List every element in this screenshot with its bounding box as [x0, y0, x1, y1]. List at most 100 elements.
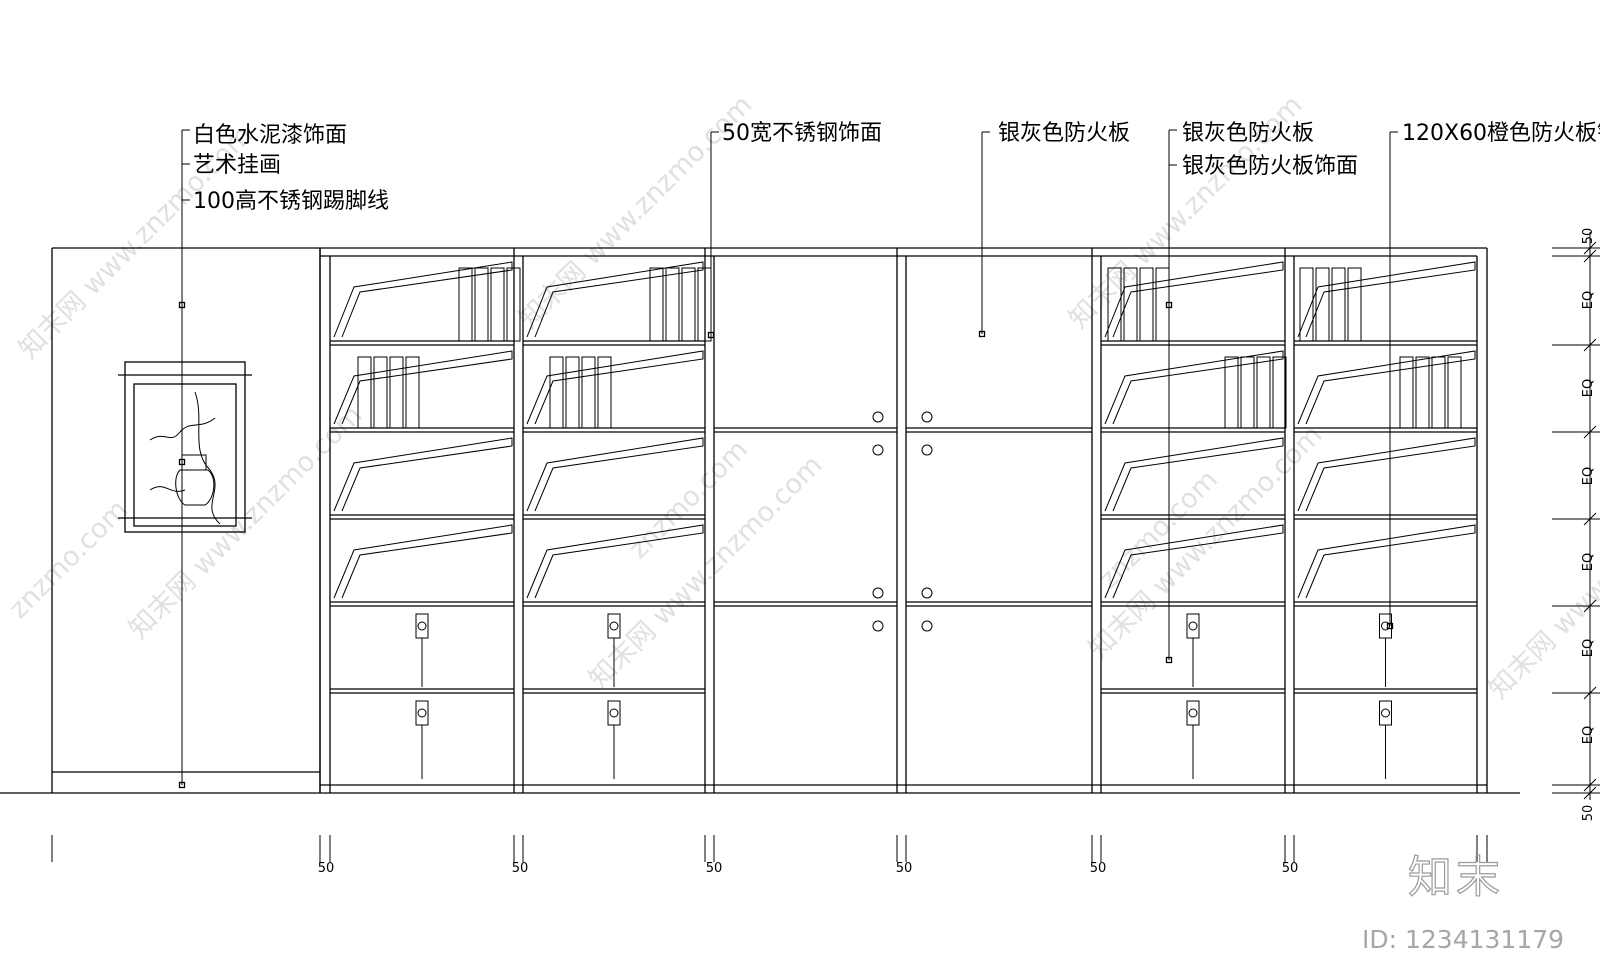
dim-v-tick-2 [1583, 338, 1597, 352]
dim-h-5: 50 [1090, 861, 1107, 876]
painting-vase-sketch [149, 391, 221, 525]
label-panel-finish: 银灰色防火板饰面 [1182, 154, 1358, 179]
unit-0-book-0-3 [506, 267, 521, 342]
door-knob-7 [921, 620, 933, 632]
door-knob-6 [921, 587, 933, 599]
unit-1-drawer-1-knob [609, 708, 619, 718]
dim-v-tick-1 [1583, 249, 1597, 263]
unit-1-book-1-2 [581, 356, 596, 429]
vertical-dimension-texts: 50 EQ EQ EQ EQ EQ EQ 50 [1581, 228, 1596, 822]
unit-2-drawer-1-knob [1188, 708, 1198, 718]
unit-1-book-0-2 [681, 267, 696, 342]
watermark-id: ID: 1234131179 [1362, 925, 1564, 954]
dim-v-bottom-50: 50 [1581, 805, 1596, 822]
dim-h-6: 50 [1282, 861, 1299, 876]
unit-2-book-1-2 [1256, 356, 1271, 429]
unit-3-magazine-panel-0 [1297, 261, 1476, 338]
unit-2-book-0-0 [1107, 267, 1122, 342]
dim-v-tick-8 [1583, 786, 1597, 800]
unit-3-book-1-1 [1415, 356, 1430, 429]
unit-3-book-0-2 [1331, 267, 1346, 342]
unit-3-magazine-panel-3 [1297, 524, 1476, 599]
label-steel-skirting: 100高不锈钢踢脚线 [193, 189, 389, 214]
dim-h-2: 50 [512, 861, 529, 876]
label-orange-inlay: 120X60橙色防火板镶嵌 [1402, 121, 1600, 146]
dim-v-eq-5: EQ [1581, 639, 1596, 657]
label-steel-trim: 50宽不锈钢饰面 [722, 121, 882, 146]
horizontal-dimension-texts: 50 50 50 50 50 50 [318, 861, 1299, 876]
unit-3-magazine-panel-1 [1297, 350, 1476, 425]
unit-2-book-1-0 [1224, 356, 1239, 429]
unit-0-drawer-1-knob [417, 708, 427, 718]
label-white-cement-paint: 白色水泥漆饰面 [193, 123, 347, 148]
dim-v-eq-3: EQ [1581, 467, 1596, 485]
art-painting [118, 361, 252, 533]
dimension-lines [51, 232, 1600, 862]
dim-v-tick-5 [1583, 599, 1597, 613]
leader-door-dot-0 [978, 330, 986, 338]
unit-1-drawer-0-knob [609, 621, 619, 631]
unit-0-book-0-0 [458, 267, 473, 342]
unit-2-book-0-1 [1123, 267, 1138, 342]
unit-1-magazine-panel-3 [526, 524, 704, 599]
unit-3-book-1-0 [1399, 356, 1414, 429]
bookshelf-units [330, 261, 1477, 779]
door-knob-2 [872, 587, 884, 599]
annotation-leaders [178, 129, 1398, 789]
unit-1-book-0-0 [649, 267, 664, 342]
door-knob-3 [872, 620, 884, 632]
unit-1-book-1-3 [597, 356, 612, 429]
unit-2-book-1-1 [1240, 356, 1255, 429]
leader-wall-dot-0 [178, 301, 186, 309]
watermark-site-6: 知末网 www.znzmo.com [1483, 460, 1600, 705]
dim-v-eq-1: EQ [1581, 291, 1596, 309]
unit-2-book-0-2 [1139, 267, 1154, 342]
annotation-labels: 白色水泥漆饰面 艺术挂画 100高不锈钢踢脚线 50宽不锈钢饰面 银灰色防火板 … [193, 121, 1600, 214]
door-knob-0 [872, 411, 884, 423]
dim-v-tick-7 [1583, 778, 1597, 792]
unit-1-magazine-panel-0 [526, 261, 704, 338]
dim-v-tick-3 [1583, 425, 1597, 439]
unit-1-magazine-panel-2 [526, 437, 704, 512]
unit-0-magazine-panel-0 [333, 261, 513, 338]
cabinet-structure [0, 247, 1520, 794]
dim-v-top-50: 50 [1581, 228, 1596, 245]
dim-v-eq-2: EQ [1581, 379, 1596, 397]
unit-2-magazine-panel-0 [1104, 261, 1284, 338]
unit-3-book-1-3 [1447, 356, 1462, 429]
watermark-site-5: 知末网 www.znzmo.com [1083, 420, 1328, 665]
unit-2-drawer-0-knob [1188, 621, 1198, 631]
dim-v-eq-6: EQ [1581, 726, 1596, 744]
dim-h-4: 50 [896, 861, 913, 876]
leader-wall-dot-2 [178, 781, 186, 789]
dim-h-1: 50 [318, 861, 335, 876]
unit-1-magazine-panel-1 [526, 350, 704, 425]
label-door-board: 银灰色防火板 [998, 121, 1130, 146]
dim-v-tick-0 [1583, 241, 1597, 255]
cabinet-doors [714, 411, 1092, 632]
leader-trim-dot-0 [707, 331, 715, 339]
unit-0-book-1-3 [405, 356, 420, 429]
unit-3-book-0-1 [1315, 267, 1330, 342]
unit-0-book-0-1 [474, 267, 489, 342]
painting-outer-frame [124, 361, 246, 533]
unit-0-magazine-panel-3 [333, 524, 513, 599]
watermark-domain-0: znzmo.com [3, 494, 134, 625]
leader-wall-dot-1 [178, 458, 186, 466]
watermark-logo: 知末 [1408, 852, 1504, 903]
unit-0-drawer-0-knob [417, 621, 427, 631]
unit-3-book-0-3 [1347, 267, 1362, 342]
door-knob-1 [872, 444, 884, 456]
unit-1-book-0-1 [665, 267, 680, 342]
unit-2-magazine-panel-3 [1104, 524, 1284, 599]
dim-h-3: 50 [706, 861, 723, 876]
unit-0-magazine-panel-2 [333, 437, 513, 512]
unit-3-drawer-1-knob [1381, 708, 1390, 718]
corner-watermark: 知末 ID: 1234131179 [1362, 851, 1564, 954]
unit-1-book-1-0 [549, 356, 564, 429]
painting-inner-frame [133, 383, 237, 527]
leader-panel-dot-0 [1165, 301, 1173, 309]
